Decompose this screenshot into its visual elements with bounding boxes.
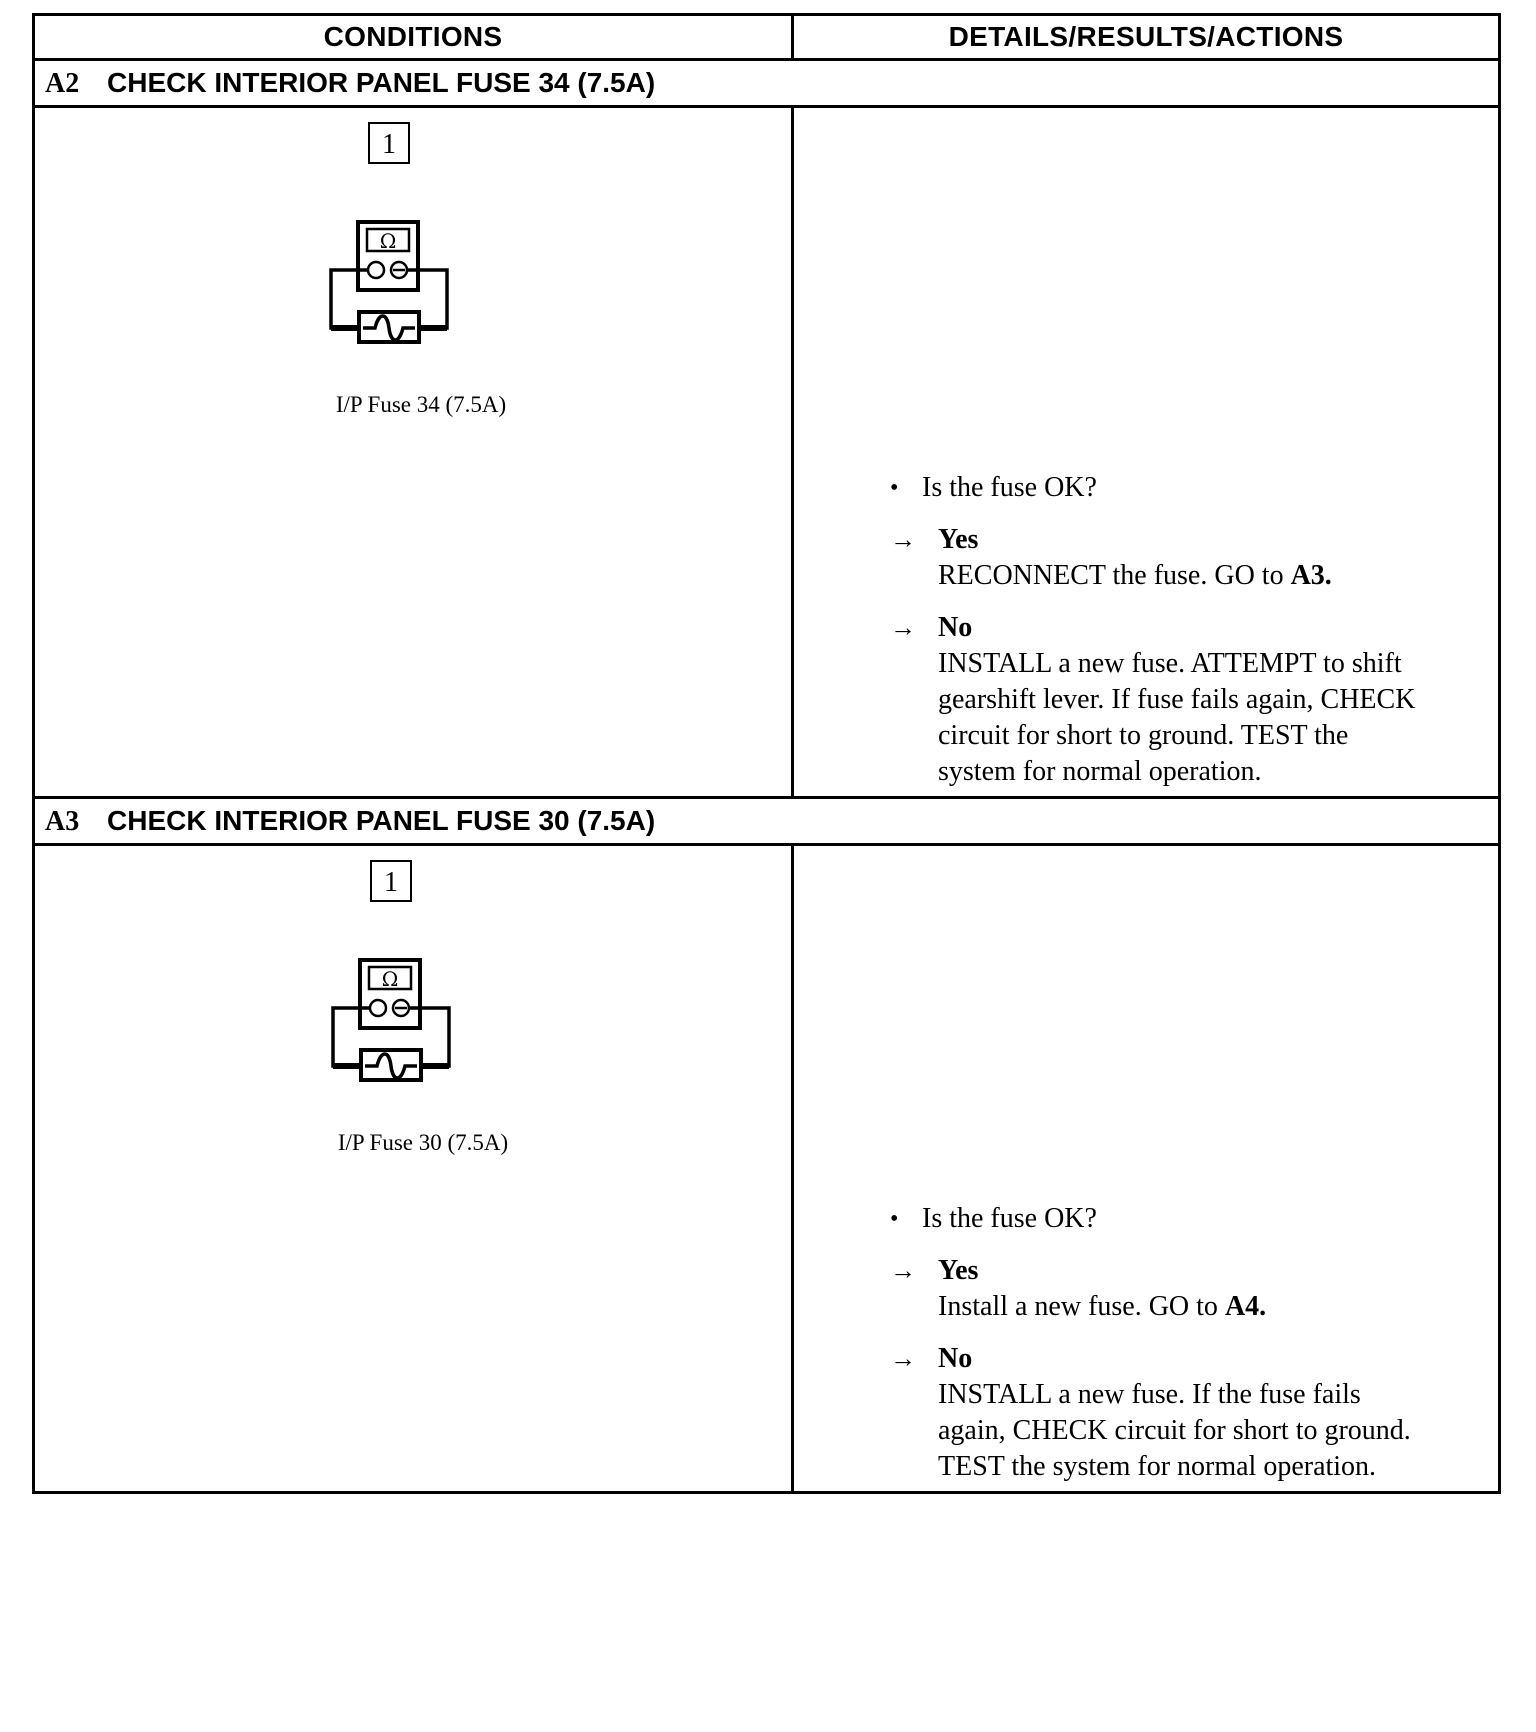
step-a3-title-row: A3 CHECK INTERIOR PANEL FUSE 30 (7.5A) (32, 796, 1501, 846)
arrow-right-icon: → (890, 1256, 916, 1285)
arrow-right-icon: → (890, 1344, 916, 1373)
arrow-right-icon: → (890, 613, 916, 642)
step-a2-id: A2 (45, 67, 80, 99)
step-a2-details: • Is the fuse OK? → Yes RECONNECT the fu… (791, 105, 1501, 799)
step-a2-result-block: • Is the fuse OK? → Yes RECONNECT the fu… (890, 470, 1415, 790)
no-action-line: system for normal operation. (938, 756, 1262, 787)
ohmmeter-icon: Ω (329, 220, 449, 344)
question-text: Is the fuse OK? (922, 1203, 1097, 1234)
details-header: DETAILS/RESULTS/ACTIONS (791, 13, 1501, 61)
step-number-box: 1 (370, 860, 412, 902)
step-number-box: 1 (368, 122, 410, 164)
fuse-label: I/P Fuse 30 (7.5A) (337, 1130, 509, 1155)
step-a3-id: A3 (45, 805, 80, 837)
yes-action-text: Install a new fuse. GO to (938, 1291, 1225, 1322)
no-action-line: circuit for short to ground. TEST the (938, 720, 1349, 751)
step-a3-heading: CHECK INTERIOR PANEL FUSE 30 (7.5A) (107, 804, 656, 836)
arrow-right-icon: → (890, 525, 916, 554)
step-a2-heading: CHECK INTERIOR PANEL FUSE 34 (7.5A) (107, 66, 656, 98)
question-text: Is the fuse OK? (922, 472, 1097, 503)
no-action-line: INSTALL a new fuse. ATTEMPT to shift (938, 648, 1402, 679)
yes-action: Install a new fuse. GO to A4. (938, 1289, 1411, 1325)
yes-action-text: RECONNECT the fuse. GO to (938, 560, 1291, 591)
yes-option: → Yes RECONNECT the fuse. GO to A3. (890, 522, 1415, 594)
question-item: • Is the fuse OK? (890, 1201, 1411, 1237)
no-label: No (938, 1343, 973, 1374)
yes-action-ref: A4. (1224, 1291, 1267, 1322)
ohm-symbol: Ω (380, 229, 397, 253)
conditions-header: CONDITIONS (32, 13, 794, 61)
step-a3-details: • Is the fuse OK? → Yes Install a new fu… (791, 843, 1501, 1494)
step-a3-title: A3 CHECK INTERIOR PANEL FUSE 30 (7.5A) (32, 796, 1501, 846)
step-a2-title-row: A2 CHECK INTERIOR PANEL FUSE 34 (7.5A) (32, 58, 1501, 108)
ohm-symbol: Ω (382, 967, 399, 991)
step-a2-title: A2 CHECK INTERIOR PANEL FUSE 34 (7.5A) (32, 58, 1501, 108)
ohmmeter-icon: Ω (331, 958, 451, 1082)
bullet-icon: • (890, 475, 899, 501)
step-a3-body-row: 1 Ω I/P Fuse 30 (7.5A) • Is (32, 843, 1501, 1494)
step-a3-conditions: 1 Ω I/P Fuse 30 (7.5A) (32, 843, 794, 1494)
bullet-icon: • (890, 1206, 899, 1232)
question-item: • Is the fuse OK? (890, 470, 1415, 506)
yes-label: Yes (938, 1255, 979, 1286)
no-option: → No INSTALL a new fuse. If the fuse fai… (890, 1341, 1411, 1485)
step-a2-body-row: 1 Ω I/P Fuse 34 (7.5A) • Is (32, 105, 1501, 799)
no-label: No (938, 612, 973, 643)
step-a2-conditions: 1 Ω I/P Fuse 34 (7.5A) (32, 105, 794, 799)
no-action-line: again, CHECK circuit for short to ground… (938, 1415, 1411, 1446)
step-a3-result-block: • Is the fuse OK? → Yes Install a new fu… (890, 1201, 1411, 1485)
yes-action: RECONNECT the fuse. GO to A3. (938, 558, 1415, 594)
no-option: → No INSTALL a new fuse. ATTEMPT to shif… (890, 610, 1415, 790)
no-action-line: gearshift lever. If fuse fails again, CH… (938, 684, 1416, 715)
no-action-line: INSTALL a new fuse. If the fuse fails (938, 1379, 1361, 1410)
no-action-line: TEST the system for normal operation. (938, 1451, 1377, 1482)
fuse-label: I/P Fuse 34 (7.5A) (335, 392, 507, 417)
yes-action-ref: A3. (1290, 560, 1332, 591)
table-header-row: CONDITIONS DETAILS/RESULTS/ACTIONS (32, 13, 1501, 61)
yes-option: → Yes Install a new fuse. GO to A4. (890, 1253, 1411, 1325)
yes-label: Yes (938, 524, 979, 555)
